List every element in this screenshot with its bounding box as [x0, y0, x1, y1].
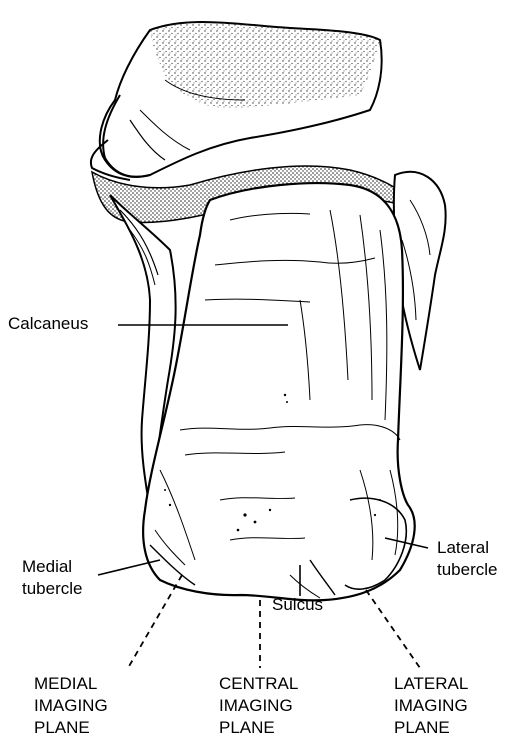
lateral-plane-line [366, 590, 420, 668]
lateral-tubercle-label: Lateral tubercle [437, 537, 497, 581]
lateral-imaging-plane-label: LATERAL IMAGING PLANE [394, 673, 468, 739]
medial-imaging-plane-label: MEDIAL IMAGING PLANE [34, 673, 108, 739]
medial-tubercle-label: Medial tubercle [22, 556, 82, 600]
medial-plane-line [128, 575, 182, 668]
central-imaging-plane-label: CENTRAL IMAGING PLANE [219, 673, 298, 739]
calcaneus-label: Calcaneus [8, 313, 88, 335]
calcaneus-body [143, 183, 415, 600]
talus-bone [91, 22, 382, 180]
sulcus-label: Sulcus [272, 594, 323, 616]
